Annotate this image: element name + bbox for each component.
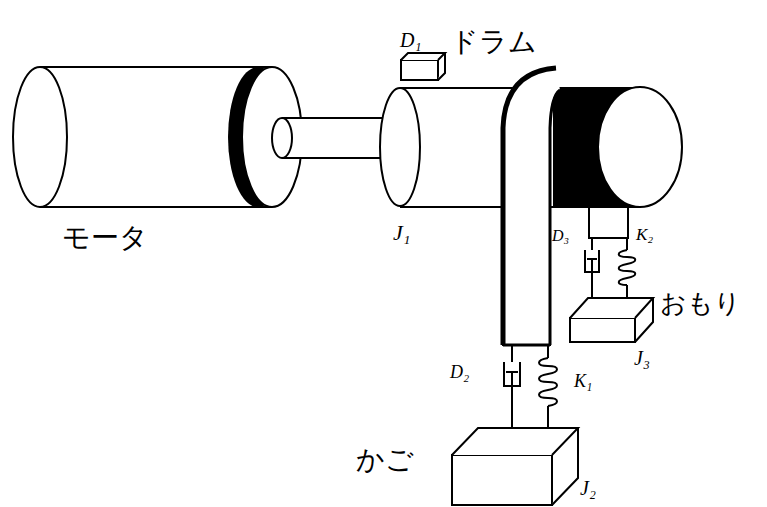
damper-label: D₂ bbox=[450, 363, 469, 381]
part-name: ドラム bbox=[450, 28, 537, 56]
part-name: おもり bbox=[660, 290, 741, 316]
spring-label: K₂ bbox=[636, 226, 653, 243]
inertia-label: J₂ bbox=[580, 478, 596, 498]
spring-label: K₁ bbox=[574, 372, 592, 390]
damper-label: D₁ bbox=[400, 30, 421, 50]
part-name: モータ bbox=[62, 224, 148, 252]
part-name: かご bbox=[356, 446, 414, 474]
inertia-label: J₁ bbox=[393, 222, 410, 244]
damper-label: D₃ bbox=[552, 228, 569, 244]
inertia-label: J₃ bbox=[634, 348, 650, 368]
